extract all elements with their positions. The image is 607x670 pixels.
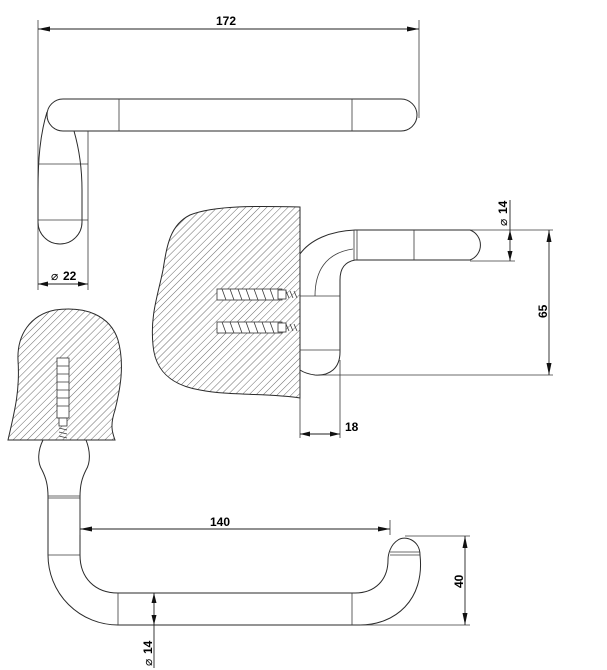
holder-inner-curve bbox=[314, 248, 354, 297]
wall-anchor-screw bbox=[56, 357, 70, 439]
bar-outline bbox=[46, 98, 418, 132]
arrow-left bbox=[38, 281, 48, 287]
dimension-label-projection: 65 bbox=[536, 304, 550, 318]
holder-front-outline bbox=[47, 525, 422, 626]
arrow-left bbox=[80, 526, 92, 532]
side-view: ⌀ 14 65 18 bbox=[151, 200, 553, 438]
diameter-symbol: ⌀ bbox=[51, 269, 58, 283]
dimension-label-rod-diameter-side: 14 bbox=[496, 200, 510, 214]
wall-anchor-screw bbox=[216, 288, 298, 301]
wall-section-hatched bbox=[151, 205, 301, 399]
arrow-right bbox=[78, 281, 88, 287]
front-view: 140 40 ⌀ 14 bbox=[7, 308, 470, 668]
dimension-label-rose-depth: 18 bbox=[345, 420, 359, 434]
arrow-left bbox=[38, 26, 50, 32]
dimension-label-rose-diameter: 22 bbox=[63, 269, 77, 283]
arrow-right bbox=[330, 431, 340, 437]
dimension-label-hook-height: 40 bbox=[452, 574, 466, 588]
arrow-bottom bbox=[462, 613, 468, 625]
arrow-right bbox=[378, 526, 390, 532]
rose-outline bbox=[37, 111, 83, 245]
arrow-bottom bbox=[507, 251, 513, 261]
arrow-top bbox=[546, 230, 552, 242]
rose-outline bbox=[38, 439, 90, 530]
wall-anchor-screw bbox=[216, 321, 298, 334]
arrow-top bbox=[151, 593, 157, 603]
arrow-right bbox=[407, 26, 419, 32]
arrow-bottom bbox=[151, 615, 157, 625]
arrow-bottom bbox=[546, 363, 552, 375]
diameter-symbol: ⌀ bbox=[141, 659, 155, 666]
arrow-left bbox=[300, 431, 310, 437]
arrow-top bbox=[462, 536, 468, 548]
diameter-symbol: ⌀ bbox=[496, 219, 510, 226]
arrow-top bbox=[507, 230, 513, 240]
top-view: 172 ⌀ 22 bbox=[37, 14, 420, 290]
dimension-label-rod-diameter-front: 14 bbox=[141, 640, 155, 654]
dimension-label-overall-length: 172 bbox=[216, 14, 236, 28]
holder-side-outline bbox=[299, 229, 481, 376]
dimension-label-inner-length: 140 bbox=[210, 515, 230, 529]
